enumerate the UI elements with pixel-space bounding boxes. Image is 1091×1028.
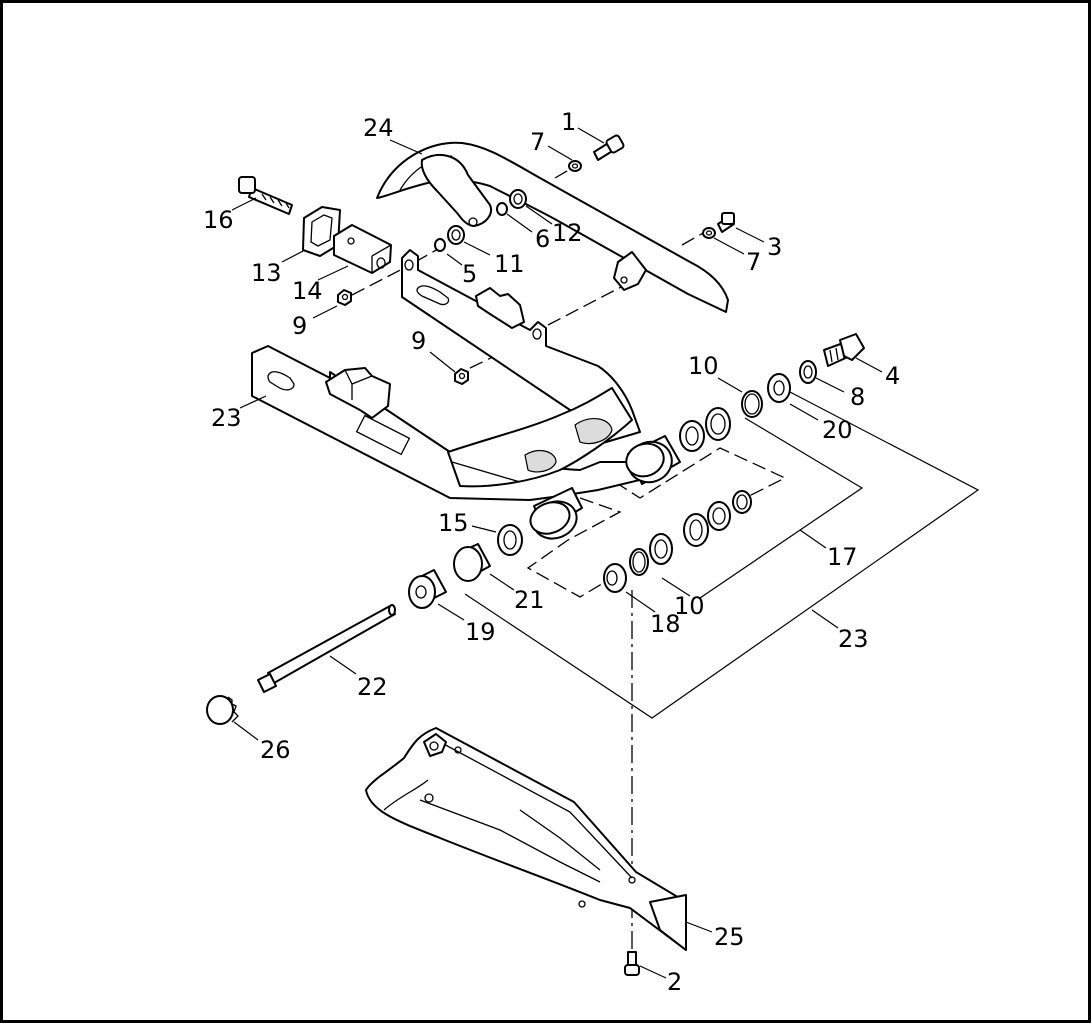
bolt-16 — [238, 176, 293, 215]
callout-20: 20 — [822, 416, 853, 444]
callout-23-right: 23 — [838, 625, 869, 653]
spacer-21 — [453, 543, 491, 582]
callout-13: 13 — [251, 259, 282, 287]
callout-5: 5 — [462, 260, 477, 288]
callout-labels: 1 2 3 4 5 6 7 7 8 9 9 10 10 11 12 13 14 … — [203, 108, 900, 996]
block-14 — [333, 224, 392, 274]
callout-9-left: 9 — [292, 312, 307, 340]
washer-7-right — [702, 227, 716, 239]
callout-2: 2 — [667, 968, 682, 996]
nut-9-center — [454, 368, 469, 385]
callout-25: 25 — [714, 923, 745, 951]
nut-9-left — [337, 289, 352, 306]
bolt-4 — [823, 333, 865, 367]
callout-24: 24 — [363, 114, 394, 142]
callout-10-lower: 10 — [674, 592, 705, 620]
kit-brackets — [464, 391, 980, 719]
bearing-15 — [497, 524, 523, 556]
bearing-stack-upper — [679, 360, 817, 452]
cap-26 — [206, 695, 239, 725]
spacer-19 — [408, 569, 447, 609]
callout-6: 6 — [535, 225, 550, 253]
belt-guard-upper — [376, 141, 729, 313]
callout-1: 1 — [561, 108, 576, 136]
callout-4: 4 — [885, 362, 900, 390]
spacer-11 — [447, 225, 465, 245]
callout-18: 18 — [650, 610, 681, 638]
callout-10-upper: 10 — [688, 352, 719, 380]
callout-23-left: 23 — [211, 404, 242, 432]
callout-7-right: 7 — [746, 248, 761, 276]
callout-3: 3 — [767, 233, 782, 261]
leader-lines — [231, 127, 883, 979]
bearing-stack-lower — [603, 490, 752, 593]
screw-1 — [593, 134, 625, 161]
callout-19: 19 — [465, 618, 496, 646]
callout-14: 14 — [292, 277, 323, 305]
callout-22: 22 — [357, 673, 388, 701]
swingarm-23 — [251, 249, 681, 540]
callout-9-center: 9 — [411, 327, 426, 355]
axle-22 — [257, 604, 396, 693]
callout-21: 21 — [514, 586, 545, 614]
callout-17: 17 — [827, 543, 858, 571]
washer-7-upper — [568, 160, 582, 172]
spacer-6 — [496, 202, 508, 216]
screw-3 — [717, 212, 735, 233]
callout-11: 11 — [494, 250, 525, 278]
callout-26: 26 — [260, 736, 291, 764]
spacer-5 — [434, 238, 446, 252]
callout-8: 8 — [850, 383, 865, 411]
spacer-12 — [509, 189, 527, 209]
callout-12: 12 — [552, 219, 583, 247]
callout-16: 16 — [203, 206, 234, 234]
callout-7-upper: 7 — [530, 128, 545, 156]
screw-2 — [624, 951, 640, 976]
callout-15: 15 — [438, 509, 469, 537]
belt-guard-lower — [365, 727, 687, 951]
